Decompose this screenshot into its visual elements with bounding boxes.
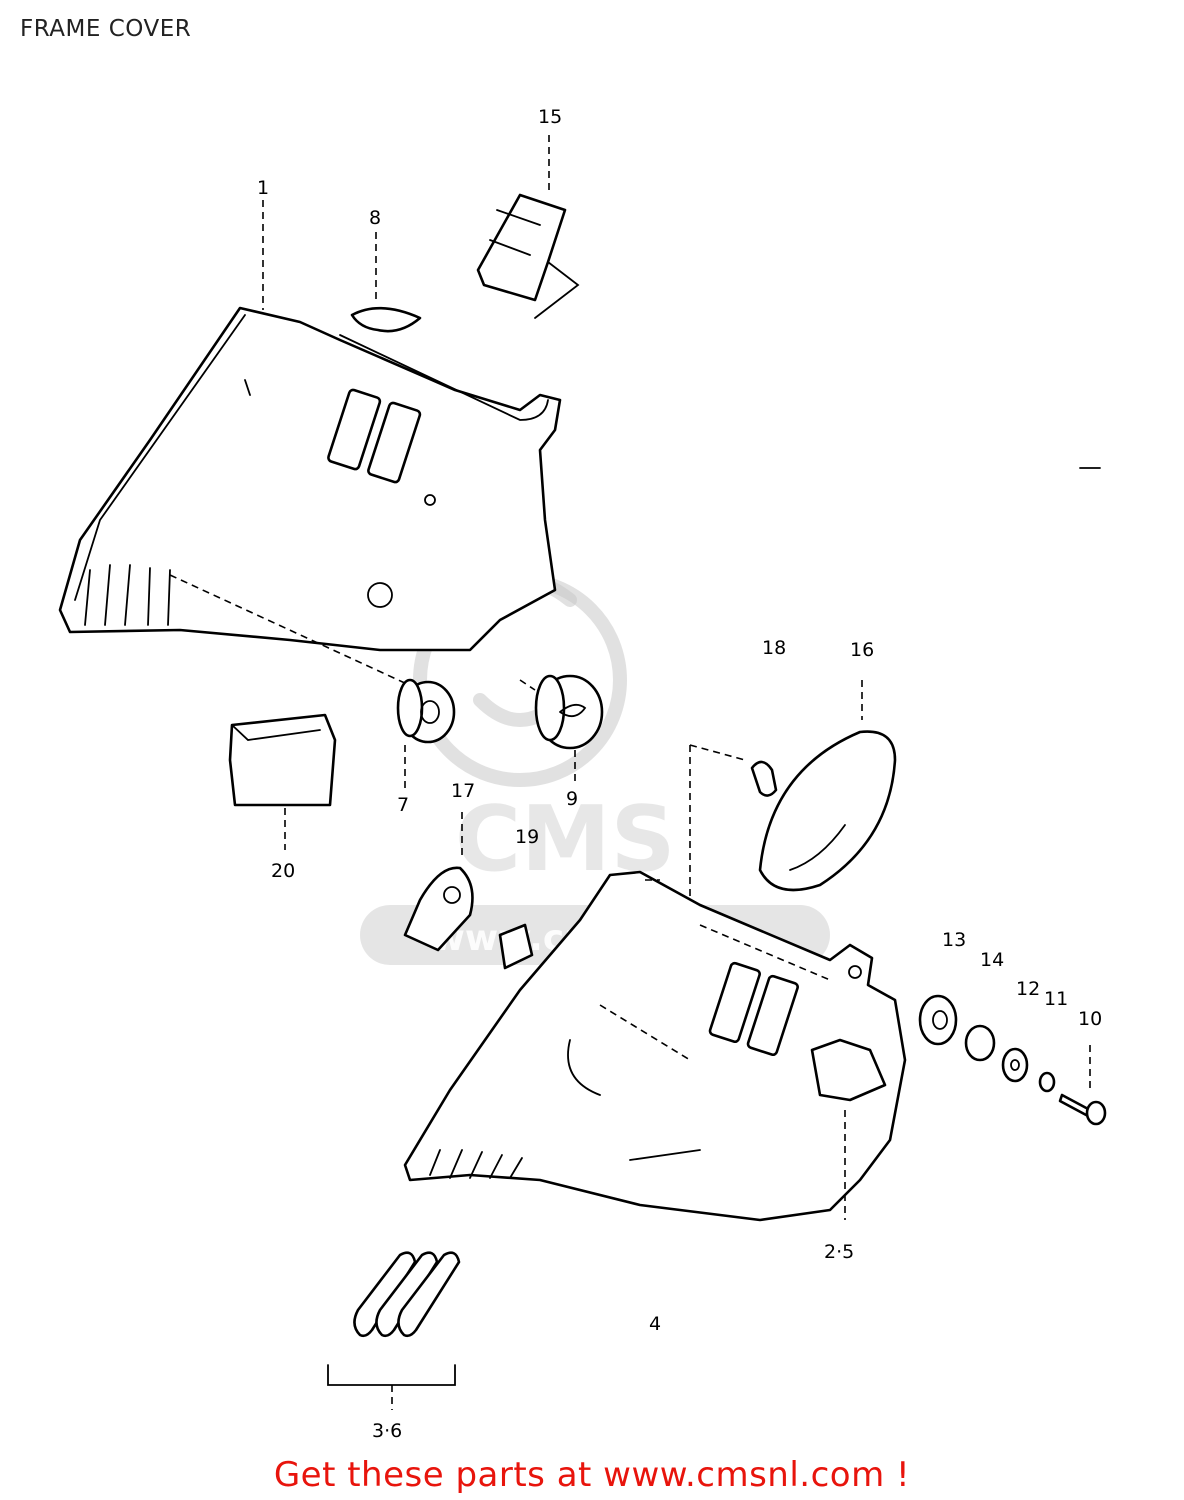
part-3-6-clips[interactable] — [327, 1251, 461, 1410]
part-18-bush[interactable] — [750, 760, 778, 797]
callout-20: 20 — [271, 860, 295, 882]
callout-1: 1 — [257, 177, 269, 199]
part-16-emblem[interactable] — [689, 680, 897, 930]
part-11-lock-washer[interactable] — [1038, 1071, 1056, 1093]
part-9-grommet[interactable] — [519, 674, 604, 785]
callout-2-5: 2·5 — [824, 1241, 854, 1263]
callout-13: 13 — [942, 929, 966, 951]
callout-18: 18 — [762, 637, 786, 659]
callout-7: 7 — [397, 794, 409, 816]
part-8-clip[interactable] — [350, 232, 422, 333]
part-10-screw[interactable] — [1058, 1045, 1107, 1126]
callout-16: 16 — [850, 639, 874, 661]
part-12-washer[interactable] — [1001, 1047, 1029, 1083]
part-1-frame-cover-upper[interactable] — [58, 200, 562, 691]
part-20-pad[interactable] — [228, 713, 337, 850]
callout-3-6: 3·6 — [372, 1420, 402, 1442]
part-14-collar[interactable] — [964, 1024, 996, 1062]
part-15-clip[interactable] — [476, 135, 580, 319]
callout-17: 17 — [451, 780, 475, 802]
callout-12: 12 — [1016, 978, 1040, 1000]
part-17-bracket[interactable] — [403, 812, 474, 952]
callout-10: 10 — [1078, 1008, 1102, 1030]
part-7-grommet[interactable] — [396, 678, 456, 790]
part-4-frame-cover-lower[interactable] — [403, 870, 907, 1222]
callout-9: 9 — [566, 788, 578, 810]
page-title: FRAME COVER — [20, 16, 192, 42]
callout-8: 8 — [369, 207, 381, 229]
part-13-spacer[interactable] — [918, 994, 958, 1046]
footer-link[interactable]: Get these parts at www.cmsnl.com ! — [273, 1455, 911, 1495]
callout-19: 19 — [515, 826, 539, 848]
callout-15: 15 — [538, 106, 562, 128]
callout-11: 11 — [1044, 988, 1068, 1010]
callout-labels: 15 1 8 18 16 7 9 17 19 20 13 14 12 11 10… — [257, 106, 1102, 1442]
part-19-clip[interactable] — [498, 923, 534, 970]
callout-4: 4 — [649, 1313, 661, 1335]
callout-14: 14 — [980, 949, 1004, 971]
